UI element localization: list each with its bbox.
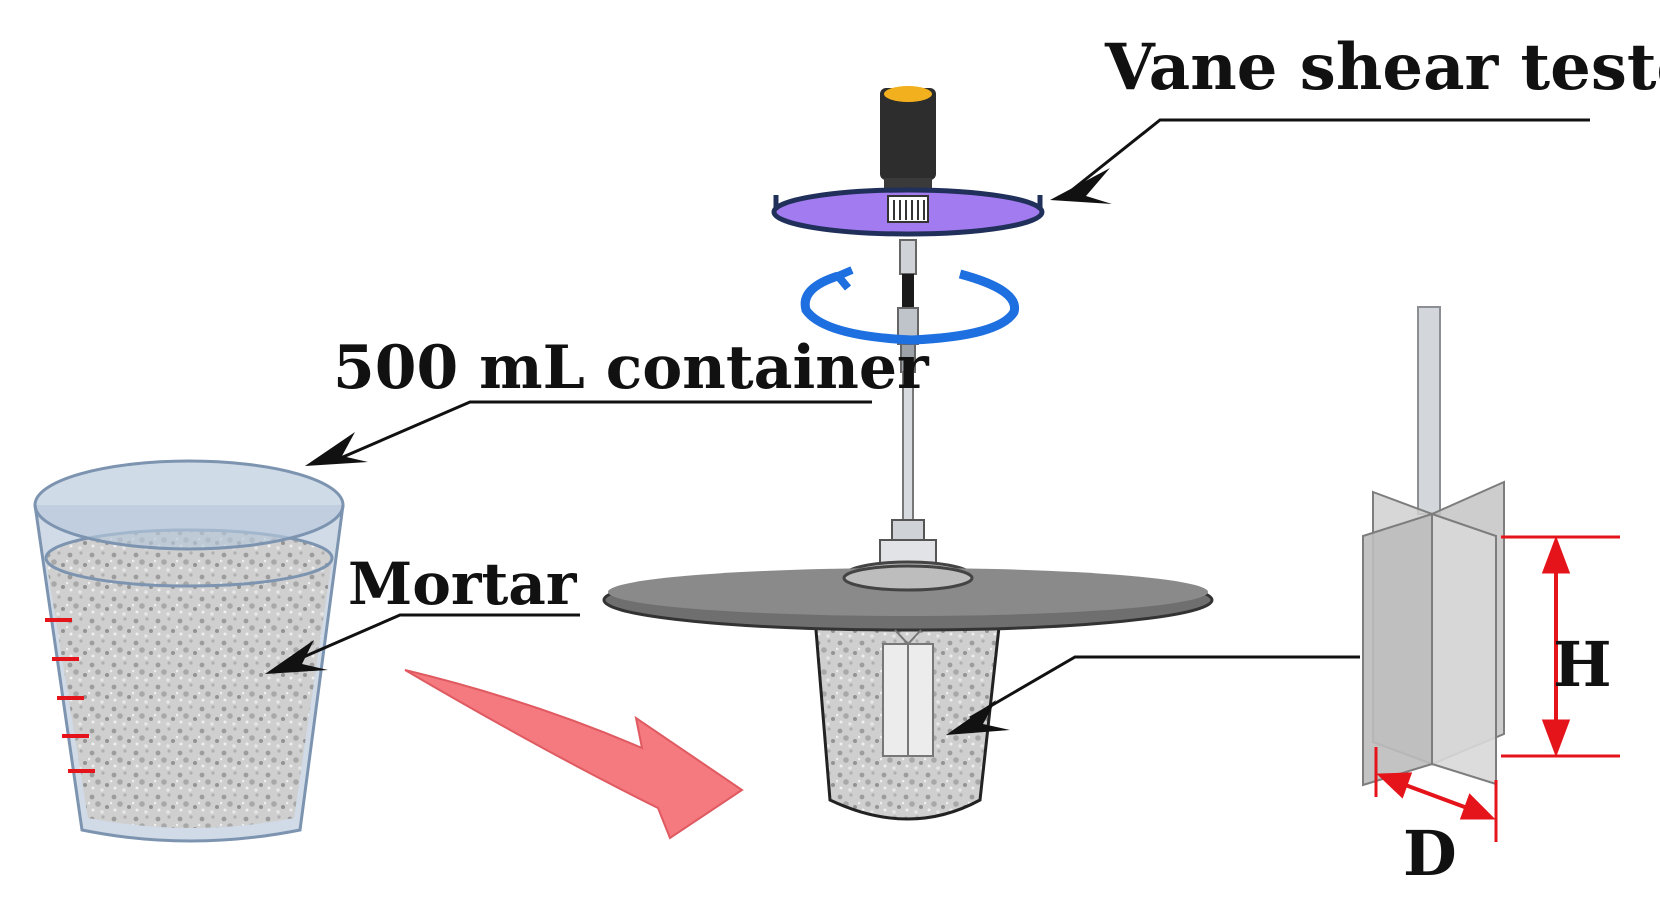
leader-arrowhead <box>305 432 368 466</box>
leader-arrowhead <box>1050 168 1112 204</box>
mortar-label: Mortar <box>348 550 577 618</box>
vane-shear-tester-label: Vane shear tester <box>1105 30 1660 105</box>
vane-blade-detail <box>1362 306 1505 787</box>
cup-scale-marks <box>45 618 95 773</box>
height-symbol-label: H <box>1553 628 1612 701</box>
leader-mortar <box>291 613 580 664</box>
height-dimension <box>1501 535 1620 758</box>
diameter-symbol-label: D <box>1403 817 1457 890</box>
diameter-dimension <box>1374 747 1498 842</box>
curved-rotation-arrow-icon <box>800 266 1019 345</box>
curved-transfer-arrow-icon <box>404 669 744 840</box>
vane-in-mortar <box>882 629 934 757</box>
leader-container <box>335 400 872 462</box>
measuring-cup <box>33 459 345 843</box>
leader-vane-tester <box>1071 118 1590 192</box>
leader-vane-detail <box>969 655 1360 720</box>
leader-arrowhead <box>265 640 328 674</box>
container-label: 500 mL container <box>333 333 929 403</box>
leader-arrowhead <box>946 700 1010 735</box>
test-platform <box>602 564 1214 821</box>
